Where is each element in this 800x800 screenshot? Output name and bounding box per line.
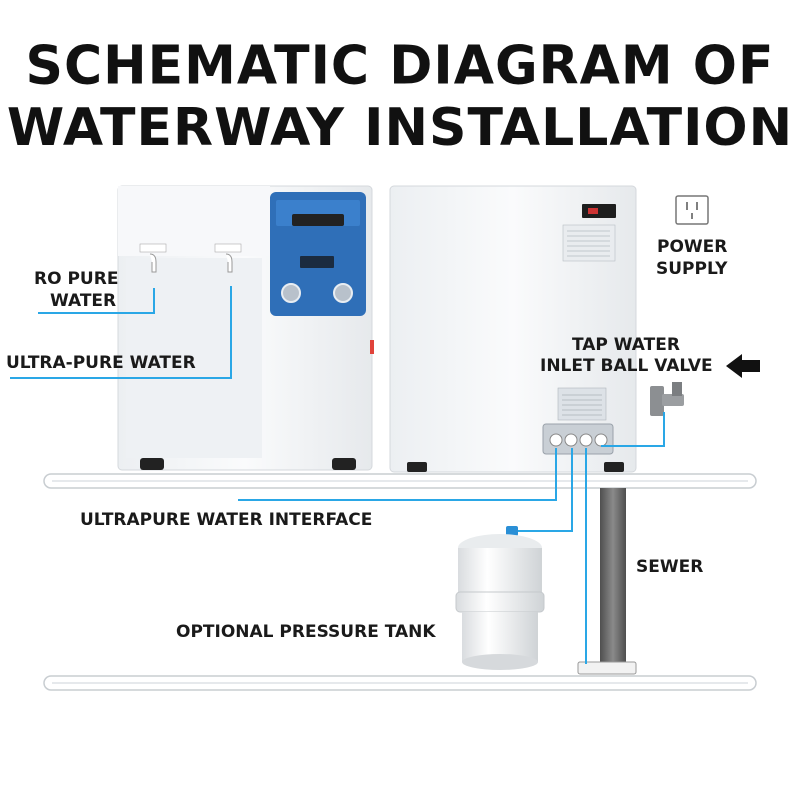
label-power-supply-1: POWER bbox=[657, 237, 728, 257]
indicator-lines bbox=[10, 286, 665, 664]
interface-line bbox=[238, 448, 557, 501]
label-pressure-tank: OPTIONAL PRESSURE TANK bbox=[176, 622, 436, 642]
label-tap-water-1: TAP WATER bbox=[572, 335, 680, 355]
sewer-pipe bbox=[577, 488, 637, 675]
label-tap-water-2: INLET BALL VALVE bbox=[540, 356, 713, 376]
lower-shelf bbox=[43, 675, 757, 691]
inlet-line bbox=[601, 412, 665, 447]
left-arrow-icon bbox=[726, 354, 760, 378]
label-ro-pure-water-2: WATER bbox=[50, 291, 117, 311]
label-power-supply-2: SUPPLY bbox=[656, 259, 728, 279]
upper-shelf bbox=[43, 473, 757, 489]
title-line-2: WATERWAY INSTALLATION bbox=[6, 98, 794, 158]
ultrapure-water-line bbox=[10, 286, 232, 379]
dispenser-unit bbox=[117, 185, 374, 471]
label-sewer: SEWER bbox=[636, 557, 704, 577]
power-socket-icon bbox=[675, 195, 709, 225]
inlet-ball-valve bbox=[650, 382, 684, 416]
label-ultrapure-interface: ULTRAPURE WATER INTERFACE bbox=[80, 510, 373, 530]
tank-line bbox=[518, 448, 573, 532]
ro-water-line bbox=[38, 288, 155, 314]
title-line-1: SCHEMATIC DIAGRAM OF bbox=[25, 35, 775, 97]
label-ultra-pure-water: ULTRA-PURE WATER bbox=[6, 353, 196, 373]
label-ro-pure-water-1: RO PURE bbox=[34, 269, 119, 289]
main-cabinet bbox=[389, 185, 637, 473]
pressure-tank bbox=[455, 526, 545, 670]
